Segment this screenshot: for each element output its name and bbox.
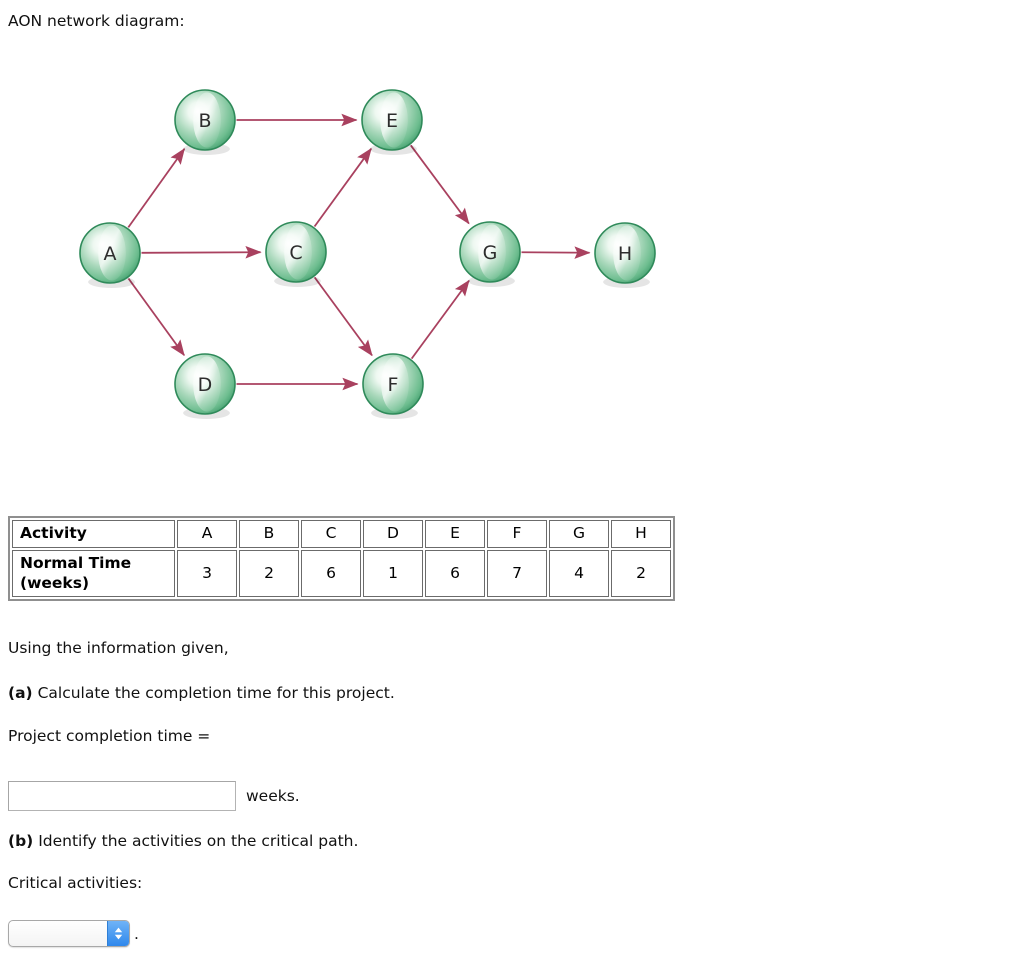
node-d: D [174,353,236,419]
edge-f-to-g [410,279,470,360]
node-label-h: H [618,243,632,265]
chevron-up-icon [114,927,123,933]
edge-g-to-h [521,246,591,259]
table-row-activity: Activity A B C D E F G H [12,520,671,548]
cell-activity-5: F [487,520,547,548]
node-c: C [265,221,327,287]
weeks-unit-label: weeks. [246,787,300,805]
critical-activities-select[interactable] [8,920,130,947]
aon-network-diagram: A B C D E F G H [0,60,700,440]
node-h: H [594,222,656,288]
node-highlight [193,356,221,412]
completion-time-label: Project completion time = [8,727,211,745]
select-stepper[interactable] [107,921,129,946]
cell-activity-2: C [301,520,361,548]
node-highlight [381,356,409,412]
network-svg: A B C D E F G H [79,89,656,419]
node-label-e: E [386,110,398,132]
cell-activity-1: B [239,520,299,548]
node-e: E [361,89,423,155]
part-a-text: Calculate the completion time for this p… [32,684,395,702]
node-label-g: G [483,242,498,264]
node-highlight [478,224,506,280]
edge-a-to-c [141,245,262,259]
node-label-a: A [104,243,117,265]
cell-time-7: 2 [611,549,671,598]
part-b-tag: (b) [8,832,34,850]
edge-a-to-d [127,277,185,357]
cell-activity-3: D [363,520,423,548]
row-header-activity: Activity [12,520,175,548]
row-header-normal-time: Normal Time (weeks) [12,549,175,598]
cell-time-6: 4 [549,549,609,598]
completion-time-input[interactable] [8,781,236,811]
node-highlight [613,225,641,281]
question-part-b: (b) Identify the activities on the criti… [8,832,358,850]
node-highlight [193,92,221,148]
chevron-down-icon [114,934,123,940]
edges-layer [127,113,591,391]
cell-time-3: 1 [363,549,423,598]
trailing-period: . [134,924,139,943]
edge-c-to-f [313,276,373,357]
node-label-b: B [198,110,211,132]
node-b: B [174,89,236,155]
using-info-text: Using the information given, [8,639,229,657]
part-a-tag: (a) [8,684,33,702]
activity-duration-table: Activity A B C D E F G H Normal Time (we… [8,516,675,602]
node-highlight [380,92,408,148]
part-b-text: Identify the activities on the critical … [33,832,359,850]
cell-activity-6: G [549,520,609,548]
cell-activity-7: H [611,520,671,548]
cell-time-5: 7 [487,549,547,598]
cell-time-2: 6 [301,549,361,598]
cell-activity-4: E [425,520,485,548]
completion-time-answer-row: weeks. [8,781,300,811]
node-f: F [362,353,424,419]
node-label-c: C [289,242,302,264]
node-g: G [459,221,521,287]
edge-c-to-e [313,147,372,228]
node-highlight [284,224,312,280]
edge-e-to-g [410,144,470,225]
node-label-f: F [388,374,399,396]
nodes-layer: A B C D E F G H [79,89,656,419]
critical-activities-label: Critical activities: [8,874,143,892]
node-highlight [98,225,126,281]
page-title: AON network diagram: [8,12,185,30]
question-part-a: (a) Calculate the completion time for th… [8,684,395,702]
cell-time-4: 6 [425,549,485,598]
node-label-d: D [198,374,213,396]
node-a: A [79,222,141,288]
cell-activity-0: A [177,520,237,548]
cell-time-0: 3 [177,549,237,598]
cell-time-1: 2 [239,549,299,598]
critical-activities-answer-row: . [8,920,139,947]
table-row-normal-time: Normal Time (weeks) 3 2 6 1 6 7 4 2 [12,549,671,598]
edge-a-to-b [127,148,186,228]
